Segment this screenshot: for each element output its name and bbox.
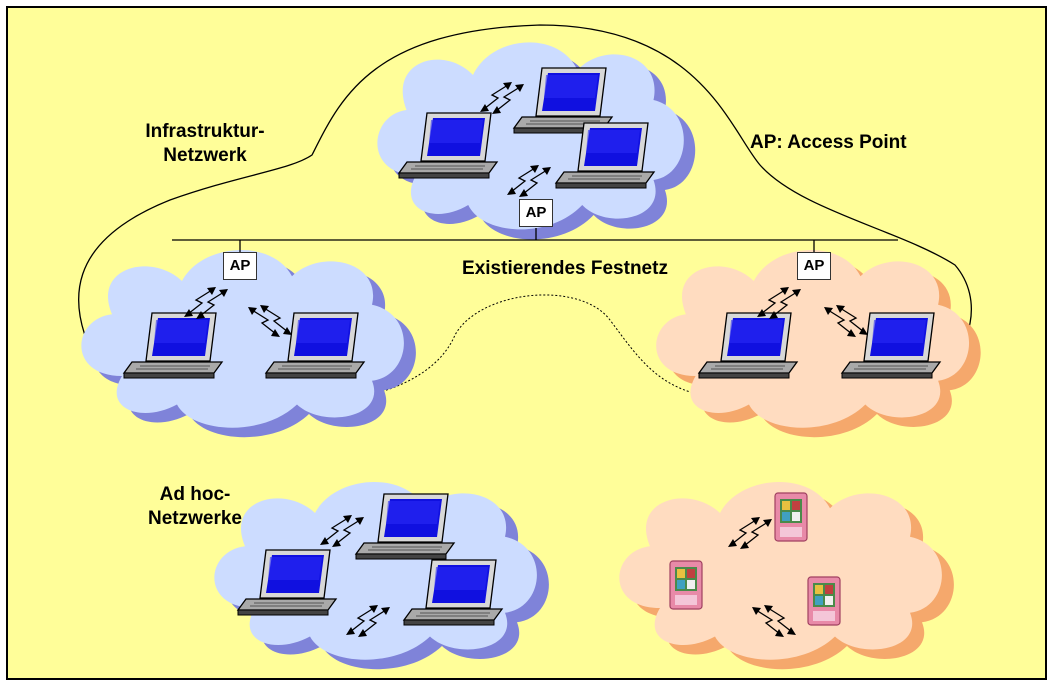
adhoc-label-line2: Netzwerke bbox=[148, 508, 242, 529]
access-point-legend: AP: Access Point bbox=[750, 132, 907, 153]
infrastructure-boundary bbox=[78, 24, 972, 373]
adhoc-label-line1: Ad hoc- bbox=[159, 484, 231, 505]
infrastructure-label-line1: Infrastruktur- bbox=[145, 121, 265, 142]
access-point-left: AP bbox=[223, 252, 257, 280]
pda-icon bbox=[807, 576, 841, 626]
infrastructure-label-line2: Netzwerk bbox=[163, 145, 247, 166]
access-point-top: AP bbox=[519, 199, 553, 227]
roaming-path bbox=[354, 294, 721, 399]
fixed-network-label: Existierendes Festnetz bbox=[462, 258, 668, 279]
pda-icon bbox=[669, 560, 703, 610]
adhoc-label: Ad hoc- Netzwerke bbox=[120, 483, 270, 531]
pda-icon bbox=[774, 492, 808, 542]
infrastructure-label: Infrastruktur- Netzwerk bbox=[120, 120, 290, 168]
access-point-right: AP bbox=[797, 252, 831, 280]
